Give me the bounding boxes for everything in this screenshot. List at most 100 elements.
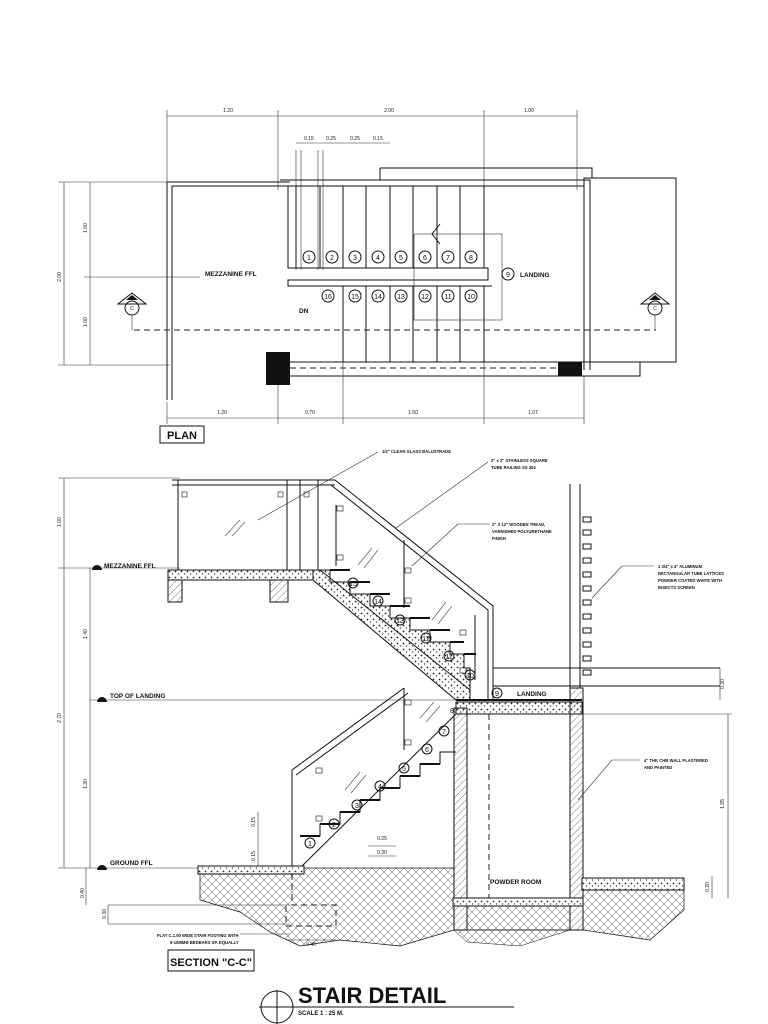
section-dim-lower-flight: 1.30 [83, 779, 89, 789]
plan-top-dimensions: 1.20 2.00 1.00 0.15 0.25 0.25 0.15 [166, 108, 578, 270]
ground-footing: 0.40 POWDER ROOM [108, 865, 685, 948]
upper-flight: 15 14 13 12 11 10 [312, 479, 494, 701]
plan-mezzanine-label: MEZZANINE FFL [205, 271, 257, 278]
plan-step-8: 8 [469, 255, 473, 262]
note-glass: 1/2" CLEAR GLASS BALUSTRADE [382, 449, 451, 454]
plan-dim-left-upper: 1.00 [83, 223, 89, 233]
plan-step-14: 14 [374, 294, 382, 301]
section-view: 1.00 1.40 2.70 1.30 0.40 0.30 MEZZANINE … [57, 449, 732, 972]
plan-step-numbers-upper: 1 2 3 4 5 6 7 8 9 [302, 250, 515, 281]
section-step-2: 2 [332, 822, 336, 829]
level-landing-label: TOP OF LANDING [110, 693, 165, 700]
section-dim-tread-b: 0.30 [377, 850, 387, 856]
note-lattice-4: INSECTS SCREEN [658, 585, 695, 590]
note-tread: 2" X 12" WOODEN TREAD, [492, 522, 545, 527]
level-mezzanine-label: MEZZANINE FFL [104, 563, 156, 570]
section-dim-footing-depth: 0.40 [80, 888, 86, 898]
drawing-title-block: STAIR DETAIL SCALE 1 : 25 M. [259, 983, 514, 1024]
leader-notes: 1/2" CLEAR GLASS BALUSTRADE 2" x 2" STAI… [157, 449, 724, 945]
plan-column-right [558, 362, 582, 376]
plan-dim-tread-3: 0.25 [350, 136, 360, 142]
section-step-11: 11 [445, 654, 452, 661]
note-railing: 2" x 2" STAINLESS SQUARE [491, 458, 548, 463]
level-markers: MEZZANINE FFL TOP OF LANDING GROUND FFL [92, 563, 165, 870]
plan-dim-tread-2: 0.25 [326, 136, 336, 142]
section-step-9: 9 [495, 691, 499, 698]
note-chb-2: AND PAINTED [644, 765, 672, 770]
plan-bottom-dimensions: 1.20 0.70 1.50 1.07 [166, 362, 585, 424]
section-step-6: 6 [425, 747, 429, 754]
plan-dn-label: DN [299, 308, 309, 315]
plan-step-numbers-lower: 16 15 14 13 12 11 10 [321, 289, 478, 303]
section-dim-guard: 1.00 [57, 517, 63, 527]
plan-step-15: 15 [351, 294, 359, 301]
section-step-4: 4 [378, 784, 382, 791]
section-dim-footing-width: 0.40 [306, 942, 316, 948]
section-dim-floor-step: 0.20 [705, 882, 711, 892]
section-step-3: 3 [355, 803, 359, 810]
plan-step-16: 16 [324, 294, 332, 301]
section-dim-wall-height: 1.95 [720, 799, 726, 809]
plan-landing-label: LANDING [520, 272, 550, 279]
plan-column-left [266, 352, 290, 385]
plan-dim-top-1: 1.20 [223, 108, 233, 114]
section-marker-left: C [116, 292, 148, 330]
section-dim-landing-guard: 0.30 [720, 679, 726, 689]
section-step-7: 7 [442, 729, 446, 736]
plan-dim-top-2: 2.00 [384, 108, 394, 114]
section-step-5: 5 [402, 766, 406, 773]
note-chb: 4" THK CHB WALL PLASTERED [644, 758, 708, 763]
note-tread-2: VARNISHED POLYURETHANE [492, 529, 552, 534]
plan-title: PLAN [167, 430, 197, 442]
note-lattice-2: RECTANGULAR TUBE LATTICES [658, 571, 724, 576]
level-ground-label: GROUND FFL [110, 860, 153, 867]
section-step-10: 10 [466, 673, 474, 680]
plan-step-3: 3 [353, 255, 357, 262]
plan-treads [295, 186, 503, 362]
section-step-8: 8 [450, 708, 454, 715]
plan-step-10: 10 [467, 294, 475, 301]
plan-step-7: 7 [446, 255, 450, 262]
section-title: SECTION "C-C" [170, 957, 252, 969]
section-marker-right: C [639, 292, 671, 330]
plan-step-13: 13 [397, 294, 405, 301]
drawing-title: STAIR DETAIL [298, 983, 446, 1008]
section-step-14: 14 [374, 599, 382, 606]
plan-step-11: 11 [444, 294, 451, 301]
plan-dim-bottom-2: 0.70 [305, 410, 315, 416]
plan-step-6: 6 [423, 255, 427, 262]
plan-step-12: 12 [421, 294, 429, 301]
plan-dim-tread-1: 0.15 [304, 136, 314, 142]
note-lattice: 1 3/4" x 4" ALUMINUM [658, 564, 703, 569]
plan-step-2: 2 [330, 255, 334, 262]
section-dim-riser-2: 0.15 [251, 851, 257, 861]
plan-dim-bottom-1: 1.20 [217, 410, 227, 416]
plan-dim-tread-4: 0.15 [373, 136, 383, 142]
section-dim-upper-flight: 1.40 [83, 629, 89, 639]
section-step-1: 1 [308, 841, 312, 848]
section-left-dimensions: 1.00 1.40 2.70 1.30 0.40 0.30 [57, 478, 109, 924]
lower-flight: 1 2 3 4 5 6 7 8 0.15 0.15 0.25 0.30 [251, 687, 457, 869]
aluminum-lattices [569, 484, 592, 688]
plan-dim-top-3: 1.00 [524, 108, 534, 114]
plan-step-4: 4 [376, 255, 380, 262]
plan-view: 1.20 2.00 1.00 0.15 0.25 0.25 0.15 2.00 … [57, 108, 677, 444]
note-tread-3: FINISH [492, 536, 506, 541]
plan-left-dimensions: 2.00 1.00 1.00 [57, 181, 200, 366]
plan-dim-bottom-3: 1.50 [408, 410, 418, 416]
plan-walls [166, 167, 677, 400]
note-footing-2: 5-10MMØ BEDBARS SP. EQUALLY [170, 940, 239, 945]
chb-walls: 1.95 0.20 [453, 687, 732, 931]
note-footing: FLAT C.1.00 WIDE STAIR FOOTING WITH [157, 933, 239, 938]
section-dim-footing-thk: 0.30 [102, 909, 108, 919]
plan-dim-left-lower: 1.00 [83, 317, 89, 327]
section-step-12: 12 [422, 636, 430, 643]
plan-step-1: 1 [307, 255, 311, 262]
drawing-scale: SCALE 1 : 25 M. [298, 1011, 344, 1017]
section-landing-label: LANDING [517, 691, 547, 698]
note-railing-2: TUBE RAILING SS 304 [491, 465, 536, 470]
plan-title-box [159, 425, 205, 444]
plan-dim-left-total: 2.00 [57, 272, 63, 282]
plan-dim-bottom-4: 1.07 [528, 410, 538, 416]
section-title-box [167, 949, 255, 972]
